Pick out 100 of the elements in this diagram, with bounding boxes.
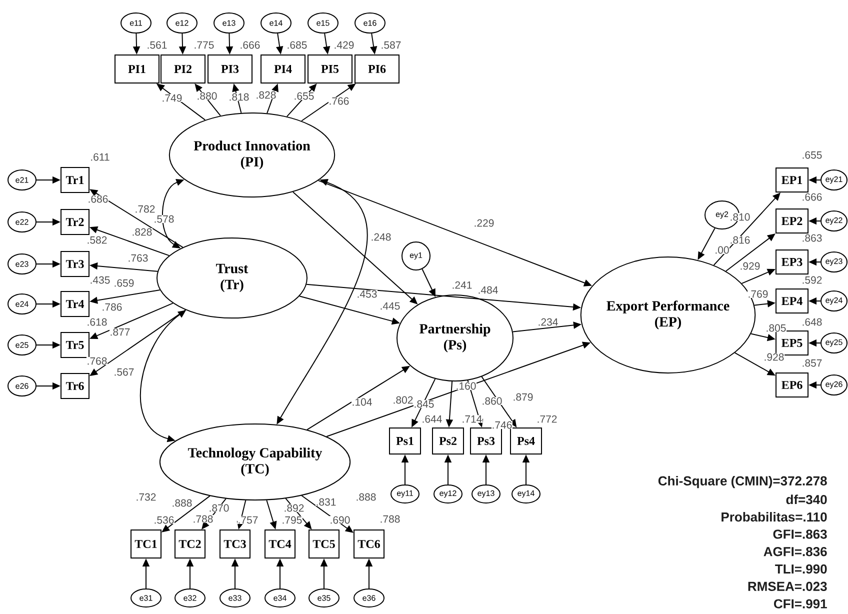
coefficient-label: .788 (192, 515, 214, 524)
indicator-box: TC5 (308, 530, 340, 558)
coefficient-label: .229 (474, 219, 495, 228)
coefficient-label: .746 (492, 421, 513, 430)
fit-statistic: CFI=.991 (774, 599, 827, 608)
fit-statistic: Chi-Square (CMIN)=372.278 (658, 476, 827, 488)
coefficient-label: .592 (802, 276, 823, 284)
indicator-box: TC4 (264, 530, 296, 558)
coefficient-label: .816 (730, 236, 751, 244)
indicator-box: EP3 (776, 250, 808, 274)
coefficient-label: .666 (802, 193, 823, 202)
indicator-box: Tr6 (60, 373, 90, 399)
fit-statistic: RMSEA=.023 (748, 582, 827, 592)
coefficient-label: .618 (86, 318, 108, 326)
coefficient-label: .435 (89, 276, 111, 284)
coefficient-label: .788 (380, 515, 401, 524)
coefficient-label: .587 (380, 41, 402, 50)
coefficient-label: .00 (714, 246, 730, 254)
coefficient-label: .863 (802, 234, 823, 242)
indicator-box: Tr1 (60, 167, 90, 193)
indicator-box: PI2 (160, 54, 206, 84)
fit-statistic: Probabilitas=.110 (722, 512, 827, 522)
fit-statistic: GFI=.863 (773, 530, 827, 539)
coefficient-label: .484 (478, 286, 499, 294)
indicator-box: Tr3 (60, 251, 90, 277)
coefficient-label: .659 (113, 279, 135, 288)
coefficient-label: .810 (730, 213, 751, 222)
coefficient-label: .786 (102, 303, 123, 312)
coefficient-label: .888 (171, 499, 193, 508)
indicator-box: PI5 (308, 54, 352, 84)
coefficient-label: .104 (351, 398, 373, 406)
coefficient-label: .686 (87, 195, 109, 204)
coefficient-label: .644 (422, 415, 443, 424)
coefficient-label: .928 (764, 353, 785, 362)
coefficient-label: .845 (413, 400, 435, 408)
coefficient-label: .666 (239, 41, 261, 50)
coefficient-label: .757 (237, 516, 259, 524)
coefficient-label: .795 (281, 516, 303, 524)
indicator-box: Tr2 (60, 209, 90, 235)
coefficient-label: .655 (802, 151, 823, 160)
coefficient-label: .714 (462, 415, 483, 423)
coefficient-label: .775 (193, 41, 215, 49)
coefficient-label: .860 (481, 397, 503, 406)
coefficient-label: .768 (86, 357, 108, 366)
coefficient-label: .561 (146, 41, 168, 50)
coefficient-label: .892 (283, 504, 305, 512)
coefficient-label: .877 (109, 328, 131, 336)
coefficient-label: .248 (370, 233, 392, 242)
arrow (286, 84, 317, 117)
coefficient-label: .611 (90, 153, 110, 162)
coefficient-label: .763 (127, 254, 149, 262)
coefficient-label: .828 (256, 91, 277, 100)
indicator-box: EP2 (776, 208, 808, 234)
coefficient-label: .888 (356, 493, 377, 502)
indicator-box: PI4 (260, 54, 306, 84)
coefficient-label: .802 (392, 396, 414, 404)
coefficient-label: .582 (86, 236, 108, 244)
indicator-box: PI1 (114, 54, 160, 84)
coefficient-label: .567 (113, 368, 135, 376)
indicator-box: TC2 (174, 530, 206, 558)
arrow (713, 192, 780, 266)
coefficient-label: .879 (512, 393, 534, 402)
indicator-box: Ps3 (470, 428, 502, 454)
coefficient-label: .234 (538, 318, 559, 326)
indicator-box: Tr5 (60, 332, 90, 358)
coefficient-label: .648 (802, 318, 823, 326)
coefficient-label: .769 (748, 290, 769, 298)
coefficient-label: .870 (208, 504, 230, 512)
indicator-box: PI3 (208, 54, 252, 84)
indicator-box: TC1 (130, 530, 162, 558)
indicator-box: EP6 (776, 372, 808, 398)
coefficient-label: .831 (316, 498, 337, 506)
indicator-box: Ps4 (510, 428, 542, 454)
coefficient-label: .690 (329, 516, 351, 524)
arrow (202, 498, 226, 530)
coefficient-label: .766 (328, 96, 350, 106)
coefficient-label: .241 (452, 281, 473, 289)
fit-statistic: TLI=.990 (775, 564, 827, 574)
indicator-box: EP4 (776, 288, 808, 314)
coefficient-label: .772 (536, 415, 558, 423)
indicator-box: Ps2 (432, 428, 464, 454)
indicator-box: EP1 (776, 168, 808, 192)
indicator-box: Ps1 (389, 428, 421, 454)
coefficient-label: .429 (334, 41, 355, 50)
coefficient-label: .805 (766, 324, 787, 332)
coefficient-label: .536 (153, 516, 175, 524)
coefficient-label: .782 (134, 204, 156, 214)
coefficient-label: .732 (135, 493, 157, 502)
fit-statistic: df=340 (786, 494, 827, 504)
arrow (194, 84, 221, 116)
coefficient-label: .857 (802, 359, 823, 368)
indicator-box: TC3 (220, 530, 250, 558)
indicator-box: PI6 (354, 54, 400, 84)
coefficient-label: .655 (294, 92, 315, 100)
coefficient-label: .578 (153, 215, 175, 224)
coefficient-label: .818 (228, 92, 250, 102)
coefficient-label: .685 (286, 41, 308, 50)
fit-statistic: AGFI=.836 (764, 547, 827, 556)
arrow (725, 234, 776, 272)
coefficient-label: .749 (161, 94, 183, 102)
